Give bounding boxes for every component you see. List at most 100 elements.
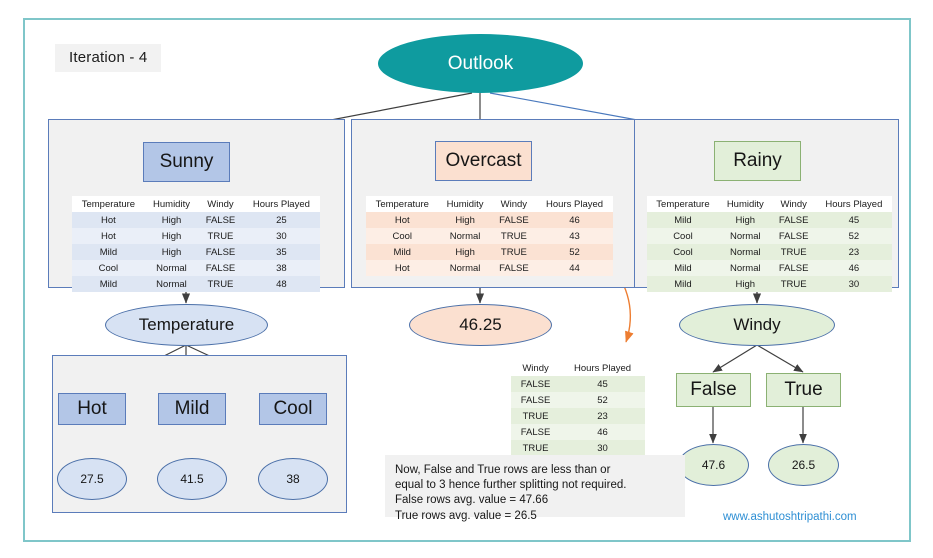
table-cell: Normal (144, 260, 199, 276)
node-sunny[interactable]: Sunny (143, 142, 230, 182)
leaf-mild-value[interactable]: 41.5 (157, 458, 227, 500)
table-cell: TRUE (771, 276, 816, 292)
table-cell: High (438, 212, 492, 228)
overcast-header-1: Humidity (438, 196, 492, 212)
table-cell: 45 (815, 212, 892, 228)
node-temp-mild[interactable]: Mild (158, 393, 226, 425)
node-outlook[interactable]: Outlook (378, 34, 583, 93)
windy-header-1: Hours Played (560, 360, 645, 376)
note-line-3: False rows avg. value = 47.66 (395, 494, 549, 507)
iteration-label: Iteration - 4 (55, 44, 162, 72)
sunny-header-0: Temperature (72, 196, 145, 212)
table-cell: Mild (72, 276, 145, 292)
node-windy-false[interactable]: False (676, 373, 751, 407)
table-cell: Cool (647, 228, 719, 244)
table-cell: 52 (815, 228, 892, 244)
table-cell: Normal (718, 260, 772, 276)
table-cell: FALSE (198, 244, 243, 260)
table-cell: Hot (72, 212, 145, 228)
rainy-header-2: Windy (771, 196, 816, 212)
table-cell: Normal (718, 228, 772, 244)
table-cell: TRUE (198, 228, 243, 244)
table-cell: FALSE (511, 376, 561, 392)
table-cell: High (718, 276, 772, 292)
table-cell: Cool (72, 260, 145, 276)
leaf-overcast-value[interactable]: 46.25 (409, 304, 552, 346)
table-cell: High (718, 212, 772, 228)
table-cell: 35 (242, 244, 320, 260)
table-cell: Mild (647, 260, 719, 276)
table-cell: TRUE (511, 408, 561, 424)
node-temperature-split[interactable]: Temperature (105, 304, 268, 346)
table-cell: Mild (647, 212, 719, 228)
table-cell: Normal (438, 260, 492, 276)
node-temp-hot[interactable]: Hot (58, 393, 126, 425)
table-cell: 23 (815, 244, 892, 260)
table-cell: 43 (536, 228, 613, 244)
table-cell: Cool (366, 228, 439, 244)
table-cell: Cool (647, 244, 719, 260)
table-cell: FALSE (771, 260, 816, 276)
node-temp-cool[interactable]: Cool (259, 393, 327, 425)
table-cell: Mild (72, 244, 145, 260)
table-cell: Mild (647, 276, 719, 292)
table-cell: High (144, 212, 199, 228)
rainy-header-1: Humidity (718, 196, 772, 212)
leaf-hot-value[interactable]: 27.5 (57, 458, 127, 500)
table-cell: 30 (560, 440, 645, 456)
table-cell: FALSE (491, 212, 537, 228)
table-cell: Normal (144, 276, 199, 292)
leaf-cool-value[interactable]: 38 (258, 458, 328, 500)
table-cell: Mild (366, 244, 439, 260)
table-cell: FALSE (198, 212, 243, 228)
rainy-header-0: Temperature (647, 196, 719, 212)
table-cell: FALSE (771, 228, 816, 244)
table-cell: FALSE (511, 424, 561, 440)
table-cell: FALSE (198, 260, 243, 276)
overcast-header-3: Hours Played (536, 196, 613, 212)
overcast-header-0: Temperature (366, 196, 439, 212)
table-cell: High (144, 228, 199, 244)
table-cell: Normal (438, 228, 492, 244)
table-cell: 44 (536, 260, 613, 276)
node-windy-true[interactable]: True (766, 373, 841, 407)
node-rainy[interactable]: Rainy (714, 141, 801, 181)
watermark-link[interactable]: www.ashutoshtripathi.com (723, 511, 857, 523)
node-windy-split[interactable]: Windy (679, 304, 835, 346)
table-cell: 46 (536, 212, 613, 228)
table-cell: 23 (560, 408, 645, 424)
table-cell: 38 (242, 260, 320, 276)
table-cell: 46 (815, 260, 892, 276)
leaf-windy-false-value[interactable]: 47.6 (678, 444, 749, 486)
table-cell: TRUE (491, 244, 537, 260)
table-cell: FALSE (491, 260, 537, 276)
leaf-windy-true-value[interactable]: 26.5 (768, 444, 839, 486)
table-cell: FALSE (511, 392, 561, 408)
node-overcast[interactable]: Overcast (435, 141, 532, 181)
overcast-header-2: Windy (491, 196, 537, 212)
table-cell: 45 (560, 376, 645, 392)
sunny-header-1: Humidity (144, 196, 199, 212)
windy-header-0: Windy (511, 360, 561, 376)
table-cell: High (144, 244, 199, 260)
table-cell: 52 (560, 392, 645, 408)
outer-frame (23, 18, 911, 542)
